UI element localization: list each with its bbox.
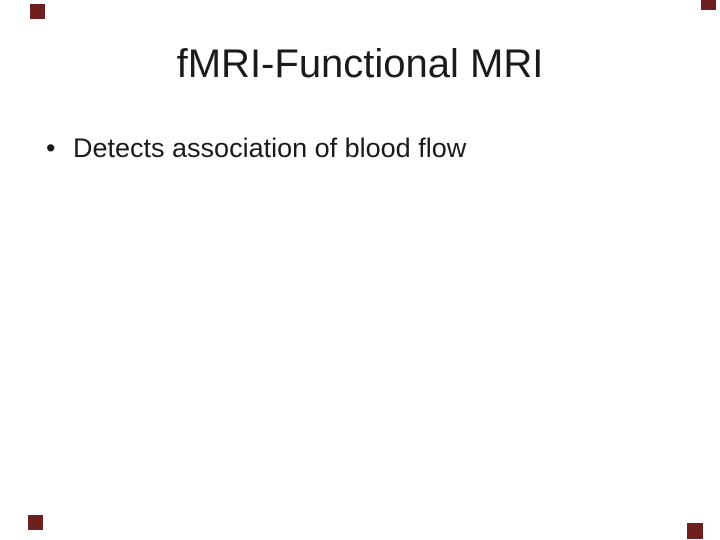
corner-marker-top-left bbox=[30, 4, 45, 19]
corner-marker-bottom-left bbox=[28, 515, 43, 530]
bullet-text: Detects association of blood flow bbox=[73, 133, 467, 163]
corner-marker-bottom-right bbox=[687, 523, 703, 539]
slide-title: fMRI-Functional MRI bbox=[176, 42, 544, 86]
corner-marker-top-right bbox=[701, 0, 716, 10]
bullet-item: • Detects association of blood flow bbox=[46, 132, 700, 166]
bullet-list: • Detects association of blood flow bbox=[46, 132, 700, 166]
bullet-marker: • bbox=[46, 133, 56, 163]
